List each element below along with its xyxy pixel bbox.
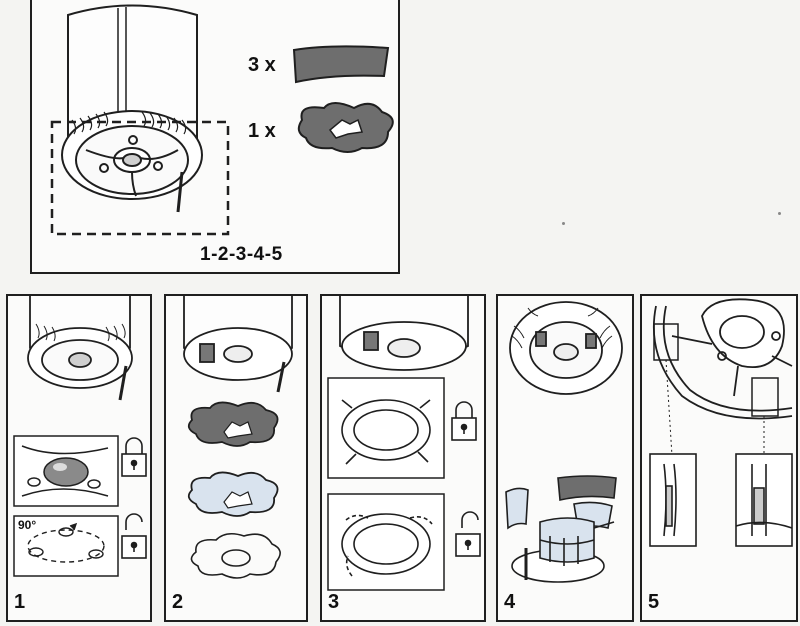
holder-ring-locked: [341, 399, 431, 465]
step-4-number: 4: [504, 591, 516, 613]
rotation-angle-label: 90°: [18, 518, 37, 532]
scan-speck: [778, 212, 781, 215]
step-4-panel: 4: [496, 294, 634, 622]
step-5-panel: 5: [640, 294, 798, 622]
step-1-drawing: [13, 296, 147, 577]
closed-padlock-icon: [121, 437, 147, 477]
step-5-number: 5: [648, 591, 660, 613]
step-area-frame: [50, 120, 230, 236]
step-4-drawing: [505, 301, 623, 583]
step-2-drawing: [183, 296, 293, 579]
step-1-panel: 90° 1: [6, 294, 152, 622]
step-1-number: 1: [14, 591, 26, 613]
felt-strip-icon: [292, 45, 390, 84]
holder-ring-rotate: [341, 513, 433, 577]
step-5-drawing: [649, 298, 793, 547]
unlocked-padlock-icon: [455, 511, 481, 557]
felt-strip-light-left: [505, 487, 529, 530]
overview-drawing: [50, 4, 394, 236]
step-2-panel: 2: [164, 294, 308, 622]
overview-panel: 3 x 1 x 1-2-3-4-5: [30, 0, 400, 274]
felt-disc-icon: [297, 102, 394, 153]
closed-padlock-icon: [451, 401, 477, 441]
felt-strip-dark: [557, 475, 617, 501]
holder-assembly: [511, 517, 615, 583]
disc-holder-outline: [190, 532, 281, 579]
unlocked-padlock-icon: [121, 513, 147, 559]
step-3-panel: 3: [320, 294, 486, 622]
detail-left: [649, 453, 697, 547]
holder-ring-detail: [652, 298, 793, 420]
scan-speck: [562, 222, 565, 225]
callout-box-right: [751, 377, 779, 417]
steps-sequence-label: 1-2-3-4-5: [200, 244, 283, 265]
step-3-number: 3: [328, 591, 340, 613]
detail-right: [735, 453, 793, 547]
disc-quantity: 1 x: [248, 120, 276, 142]
step-2-number: 2: [172, 591, 184, 613]
cylinder-unit: [61, 4, 203, 213]
step-3-drawing: [327, 296, 481, 591]
strip-quantity: 3 x: [248, 54, 276, 76]
